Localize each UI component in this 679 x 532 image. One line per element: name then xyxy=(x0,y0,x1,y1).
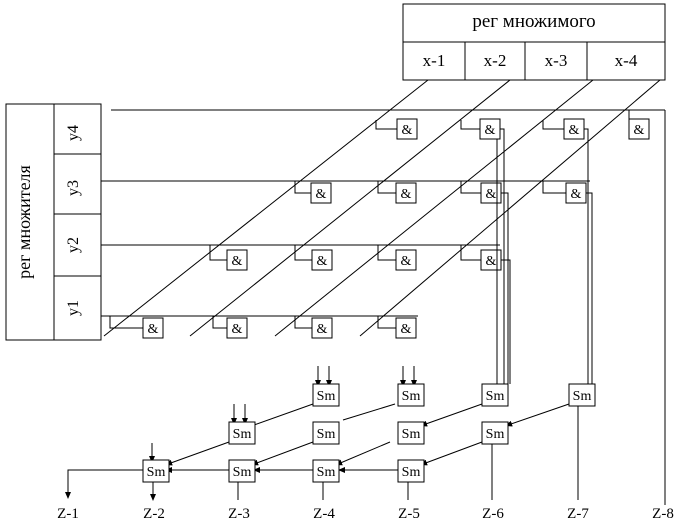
svg-text:Sm: Sm xyxy=(573,389,592,404)
adder-input-arrows xyxy=(149,366,417,463)
svg-text:Sm: Sm xyxy=(402,465,421,480)
adder: Sm xyxy=(481,383,509,407)
multiplicand-register: рег множимого x-1 x-2 x-3 x-4 xyxy=(402,3,666,81)
multiplicand-register-title: рег множимого xyxy=(472,11,595,32)
and-gate: & xyxy=(480,249,502,271)
svg-text:&: & xyxy=(486,187,497,202)
adder: Sm xyxy=(312,383,340,407)
svg-text:&: & xyxy=(571,187,582,202)
multiplicand-bit-x3: x-3 xyxy=(545,51,568,70)
adders: Sm Sm Sm Sm Sm Sm Sm Sm Sm Sm Sm Sm xyxy=(142,383,596,483)
svg-text:&: & xyxy=(569,123,580,138)
svg-text:&: & xyxy=(402,123,413,138)
svg-text:&: & xyxy=(148,322,159,337)
adder: Sm xyxy=(568,383,596,407)
svg-text:&: & xyxy=(485,123,496,138)
adder: Sm xyxy=(312,459,340,483)
svg-text:Sm: Sm xyxy=(402,427,421,442)
svg-text:Sm: Sm xyxy=(402,389,421,404)
adder: Sm xyxy=(312,421,340,445)
svg-text:Sm: Sm xyxy=(486,389,505,404)
gate-to-adder-wiring xyxy=(496,128,593,384)
output-z8: Z-8 xyxy=(652,506,674,522)
multiplier-bit-y3: y3 xyxy=(65,180,82,196)
svg-text:&: & xyxy=(232,322,243,337)
adder: Sm xyxy=(481,421,509,445)
and-gate: & xyxy=(479,118,501,140)
adder: Sm xyxy=(228,421,256,445)
and-gate: & xyxy=(226,249,248,271)
adder: Sm xyxy=(228,459,256,483)
svg-text:&: & xyxy=(486,254,497,269)
multiplier-bit-y4: y4 xyxy=(65,125,82,141)
svg-text:&: & xyxy=(317,254,328,269)
multiplier-bit-y1: y1 xyxy=(65,300,82,316)
svg-text:Sm: Sm xyxy=(317,389,336,404)
multiplier-bus-lines xyxy=(101,109,666,505)
and-gate: & xyxy=(565,182,587,204)
output-z3: Z-3 xyxy=(228,506,250,522)
adder-interconnect xyxy=(65,403,579,501)
and-gate: & xyxy=(311,317,333,339)
svg-text:&: & xyxy=(401,322,412,337)
output-z2: Z-2 xyxy=(143,506,165,522)
adder: Sm xyxy=(142,459,170,483)
multiplicand-bit-x1: x-1 xyxy=(423,51,446,70)
adder: Sm xyxy=(397,383,425,407)
svg-text:Sm: Sm xyxy=(317,465,336,480)
and-gate: & xyxy=(395,317,417,339)
and-gate: & xyxy=(480,182,502,204)
multiplicand-bit-x4: x-4 xyxy=(615,51,638,70)
and-gate: & xyxy=(226,317,248,339)
svg-text:Sm: Sm xyxy=(317,427,336,442)
and-gate: & xyxy=(563,118,585,140)
svg-text:Sm: Sm xyxy=(147,465,166,480)
and-gate: & xyxy=(396,118,418,140)
multiplicand-bus-lines xyxy=(103,79,661,337)
output-z5: Z-5 xyxy=(398,506,420,522)
and-gate: & xyxy=(395,182,417,204)
output-z1: Z-1 xyxy=(57,506,79,522)
svg-text:&: & xyxy=(634,123,645,138)
svg-text:&: & xyxy=(316,187,327,202)
adder: Sm xyxy=(397,421,425,445)
svg-text:Sm: Sm xyxy=(233,465,252,480)
svg-text:Sm: Sm xyxy=(233,427,252,442)
and-gate-wiring xyxy=(109,110,630,329)
multiplier-register-title: рег множителя xyxy=(14,165,34,279)
and-gate: & xyxy=(311,249,333,271)
svg-text:&: & xyxy=(232,254,243,269)
multiplier-register: рег множителя y4 y3 y2 y1 xyxy=(5,103,102,341)
multiplicand-bit-x2: x-2 xyxy=(484,51,507,70)
svg-text:&: & xyxy=(401,254,412,269)
and-gate: & xyxy=(395,249,417,271)
output-z4: Z-4 xyxy=(313,506,335,522)
svg-text:&: & xyxy=(401,187,412,202)
output-z7: Z-7 xyxy=(567,506,589,522)
svg-text:&: & xyxy=(317,322,328,337)
multiplier-bit-y2: y2 xyxy=(65,237,82,253)
svg-text:Sm: Sm xyxy=(486,427,505,442)
and-gate: & xyxy=(628,118,650,140)
output-z6: Z-6 xyxy=(482,506,504,522)
adder: Sm xyxy=(397,459,425,483)
and-gate: & xyxy=(310,182,332,204)
output-labels: Z-1 Z-2 Z-3 Z-4 Z-5 Z-6 Z-7 Z-8 xyxy=(57,506,674,522)
and-gates: & & & & & & & & & & & & & & & & xyxy=(142,118,650,339)
and-gate: & xyxy=(142,317,164,339)
